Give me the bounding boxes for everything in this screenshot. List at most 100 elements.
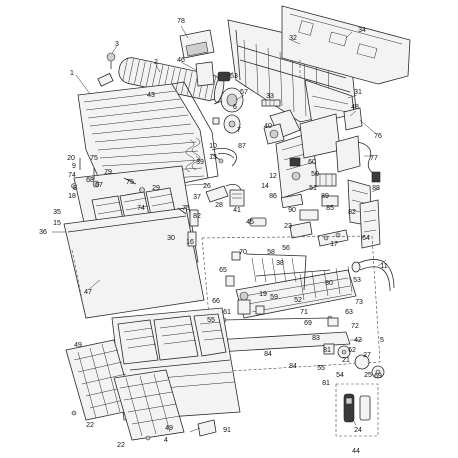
callout-57: 57	[240, 89, 248, 96]
callout-75-c: 75	[182, 205, 190, 212]
callout-53-b: 53	[353, 277, 361, 284]
bracket-part-76	[343, 107, 363, 131]
callout-43: 43	[147, 92, 155, 99]
callout-65: 65	[219, 267, 227, 274]
stepper-motor-part-61	[237, 291, 251, 315]
callout-42: 42	[354, 337, 362, 344]
callout-53: 53	[230, 73, 238, 80]
callout-44: 44	[352, 448, 360, 455]
callout-27: 27	[363, 352, 371, 359]
callout-1: 1	[70, 70, 74, 77]
callout-18: 18	[68, 193, 76, 200]
louver-frame-part-71	[235, 269, 357, 319]
callout-72: 72	[351, 323, 359, 330]
callout-16: 16	[186, 239, 194, 246]
callout-78: 78	[177, 18, 185, 25]
mount-part-17	[317, 229, 349, 247]
callout-56: 56	[282, 245, 290, 252]
callout-74-b: 74	[137, 205, 145, 212]
callout-74: 74	[68, 172, 76, 179]
callout-29: 29	[152, 185, 160, 192]
callout-64: 64	[362, 235, 370, 242]
callout-17: 17	[330, 241, 338, 248]
callout-3: 3	[115, 41, 119, 48]
display-part-26	[205, 185, 229, 203]
bearing-holder-part	[97, 72, 114, 87]
callout-73: 73	[355, 299, 363, 306]
callout-49-b: 49	[165, 425, 173, 432]
callout-67: 67	[95, 182, 103, 189]
front-panel-part-47	[63, 207, 205, 319]
callout-59: 59	[270, 294, 278, 301]
callout-12: 12	[269, 173, 277, 180]
callout-4: 4	[164, 437, 168, 444]
callout-69-b: 69	[374, 373, 382, 380]
callout-8: 8	[73, 185, 77, 192]
callout-75-b: 75	[126, 179, 134, 186]
top-bracket-part-78	[179, 29, 215, 59]
callout-82-right: 82	[348, 209, 356, 216]
callout-35: 35	[53, 209, 61, 216]
small-parts-70	[225, 251, 339, 355]
callout-84-b: 84	[289, 363, 297, 370]
callout-84: 84	[264, 351, 272, 358]
callout-36: 36	[39, 229, 47, 236]
callout-66: 66	[212, 298, 220, 305]
callout-15: 15	[53, 220, 61, 227]
callout-71: 71	[300, 309, 308, 316]
callout-54: 54	[336, 372, 344, 379]
clamp-part-85	[299, 195, 339, 221]
callout-6: 6	[233, 104, 237, 111]
callout-52: 52	[294, 297, 302, 304]
callout-85: 85	[326, 205, 334, 212]
screw-part-3	[106, 52, 116, 69]
callout-25: 25	[364, 372, 372, 379]
rear-panel-part-34	[281, 5, 411, 85]
control-box-part-40	[263, 109, 301, 145]
callout-60: 60	[308, 159, 316, 166]
callout-81-b: 81	[322, 380, 330, 387]
clip-part-91	[197, 419, 217, 437]
callout-75: 75	[90, 155, 98, 162]
callout-9: 9	[72, 163, 76, 170]
callout-63: 63	[345, 309, 353, 316]
screws-part-75	[71, 158, 187, 215]
callout-89: 89	[321, 193, 329, 200]
callout-47: 47	[84, 289, 92, 296]
callout-37: 37	[193, 194, 201, 201]
callout-19: 19	[259, 291, 267, 298]
callout-45: 45	[246, 219, 254, 226]
callout-51: 51	[309, 185, 317, 192]
callout-40: 40	[264, 123, 272, 130]
callout-61: 61	[223, 309, 231, 316]
clip-part-45	[249, 217, 267, 227]
vane-set-part-73	[299, 265, 353, 301]
callout-11: 11	[380, 263, 387, 270]
refrigerant-pipe-part-87	[211, 148, 237, 167]
callout-80: 80	[325, 280, 333, 287]
callout-55: 55	[207, 317, 215, 324]
callout-31: 31	[354, 89, 362, 96]
motor-mount-part-7	[223, 114, 241, 134]
bracket-part-46	[195, 61, 215, 87]
callout-79: 79	[104, 169, 112, 176]
callout-82: 82	[193, 213, 201, 220]
callout-24: 24	[354, 427, 362, 434]
callout-58: 58	[267, 249, 275, 256]
callout-62: 62	[348, 347, 356, 354]
callout-76: 76	[374, 133, 382, 140]
latch-part-82	[187, 209, 199, 247]
callout-77: 77	[370, 155, 378, 162]
callout-68: 68	[86, 177, 94, 184]
callout-14: 14	[261, 183, 269, 190]
callout-55-b: 55	[317, 365, 325, 372]
callout-23: 23	[284, 223, 292, 230]
drain-part-33	[261, 99, 281, 107]
leader-lines	[52, 25, 387, 433]
small-clip-part	[212, 117, 220, 125]
callout-49: 49	[74, 342, 82, 349]
callout-labels: 3 1 2 43 78 46 32 34 53 57 31 33 6 7 48 …	[39, 18, 388, 455]
callout-21: 21	[342, 357, 350, 364]
callout-33: 33	[266, 93, 274, 100]
